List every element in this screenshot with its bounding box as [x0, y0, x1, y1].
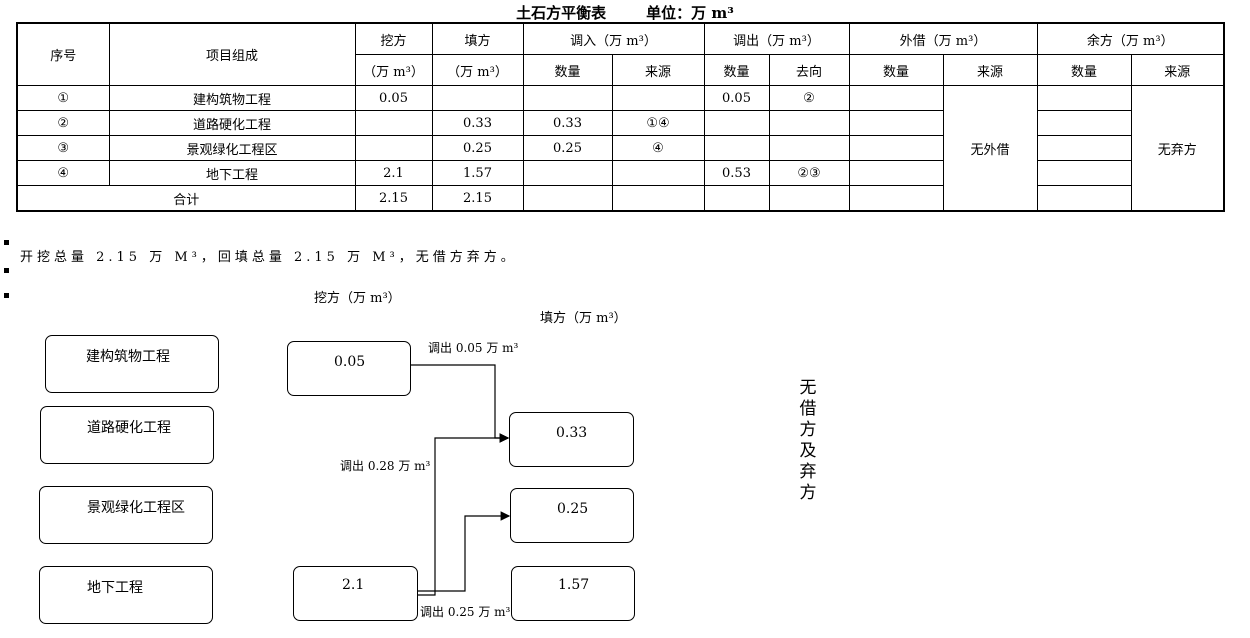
flow-label: 调出 0.25 万 m³: [420, 605, 511, 619]
surplus-source-cell: 无弃方: [1130, 85, 1225, 212]
fill-value-box: 0.33: [509, 412, 634, 467]
header-transfer-out: 调出（万 m³）: [703, 22, 850, 55]
header-in-src: 来源: [611, 54, 705, 86]
cut-value-box: 0.05: [287, 341, 411, 396]
project-box-underground: 地下工程: [39, 566, 213, 624]
fill-heading: 填方（万 m³）: [540, 311, 627, 326]
header-out-qty: 数量: [703, 54, 770, 86]
header-borrow-src: 来源: [942, 54, 1038, 86]
summary-note: 开挖总量 2.15 万 M³，回填总量 2.15 万 M³，无借方弃方。: [20, 250, 518, 265]
table-row: ④ 地下工程 2.1 1.57 0.53 ②③: [16, 160, 1224, 186]
earthwork-balance-table: 序号 项目组成 挖方 填方 调入（万 m³） 调出（万 m³） 外借（万 m³）…: [16, 22, 1225, 212]
paragraph-mark: [4, 268, 9, 273]
total-label: 合计: [16, 185, 356, 212]
flow-label: 调出 0.05 万 m³: [428, 341, 519, 355]
project-box-road: 道路硬化工程: [40, 406, 214, 464]
header-surplus-qty: 数量: [1036, 54, 1132, 86]
side-note-vertical: 无 借 方 及 弃 方: [799, 378, 817, 503]
unit-label: 单位：万 m³: [646, 4, 734, 22]
table-row: ① 建构筑物工程 0.05 0.05 ② 无外借 无弃方: [16, 85, 1225, 212]
project-box-landscape: 景观绿化工程区: [39, 486, 213, 544]
header-cut-unit: （万 m³）: [354, 54, 433, 86]
header-borrow: 外借（万 m³）: [848, 22, 1038, 55]
paragraph-mark: [4, 240, 9, 245]
paragraph-mark: [4, 293, 9, 298]
cut-value-box: 2.1: [293, 566, 418, 621]
borrow-source-cell: 无外借: [942, 85, 1038, 212]
header-transfer-in: 调入（万 m³）: [522, 22, 705, 55]
header-fill: 填方: [431, 22, 524, 55]
fill-value-box: 1.57: [511, 566, 635, 621]
table-title: 土石方平衡表单位：万 m³: [516, 4, 734, 22]
table-total-row: 合计 2.15 2.15: [16, 185, 1224, 212]
header-borrow-qty: 数量: [848, 54, 944, 86]
cut-heading: 挖方（万 m³）: [314, 291, 401, 306]
total-cut: 2.15: [354, 185, 433, 212]
flow-label: 调出 0.28 万 m³: [340, 459, 431, 473]
fill-value-box: 0.25: [510, 488, 634, 543]
project-box-building: 建构筑物工程: [45, 335, 219, 393]
header-surplus-src: 来源: [1130, 54, 1225, 86]
